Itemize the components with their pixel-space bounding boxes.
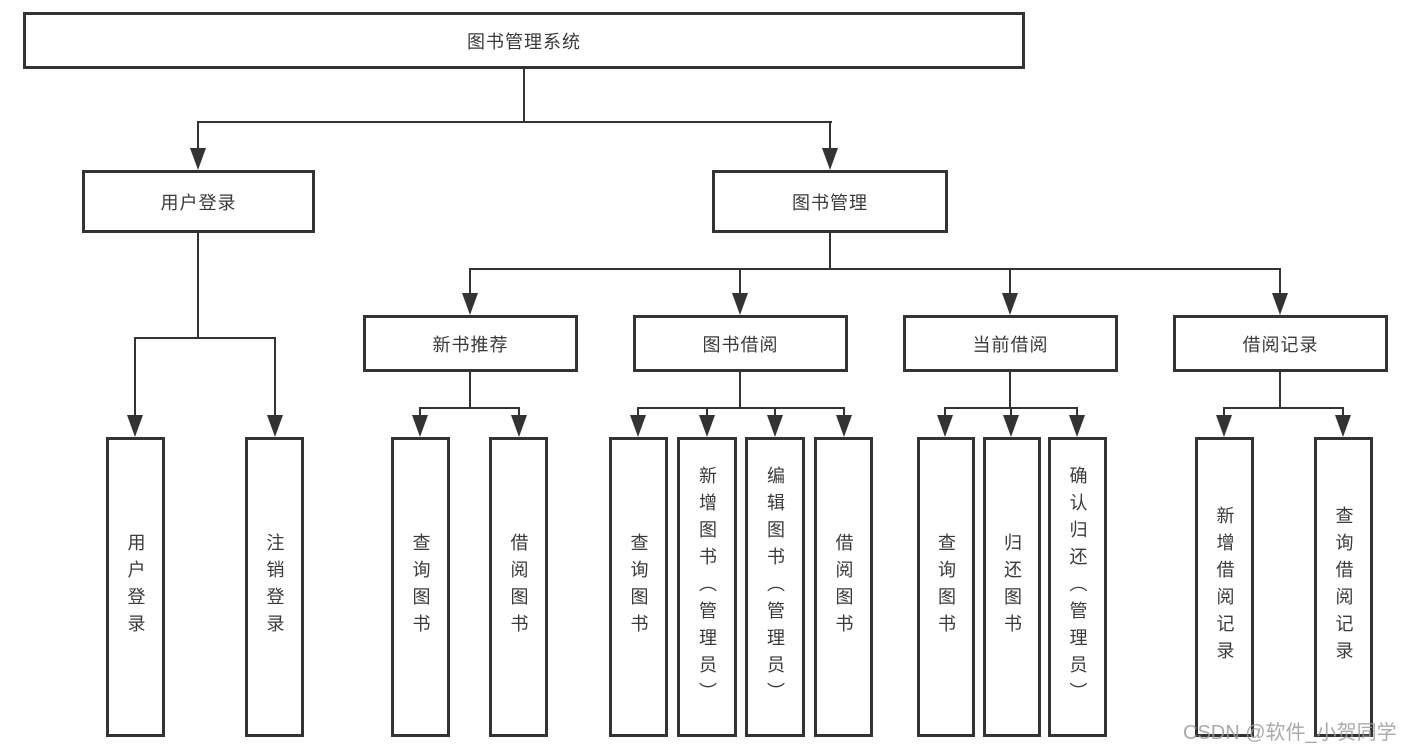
- node-query-books-current: 查询图书: [917, 437, 975, 737]
- node-book-borrowing: 图书借阅: [633, 315, 848, 372]
- arrow-down-icon: [511, 415, 527, 437]
- connector-line: [197, 233, 199, 339]
- arrow-down-icon: [937, 415, 953, 437]
- node-library-management-system: 图书管理系统: [23, 12, 1025, 69]
- connector-line: [637, 407, 639, 419]
- arrow-down-icon: [836, 415, 852, 437]
- arrow-down-icon: [1272, 293, 1288, 315]
- node-label: 用户登录: [160, 192, 237, 213]
- connector-line: [1009, 268, 1011, 297]
- node-return-books: 归还图书: [983, 437, 1041, 737]
- node-new-book-recommendation: 新书推荐: [363, 315, 578, 372]
- arrow-down-icon: [1335, 415, 1351, 437]
- arrow-down-icon: [1002, 293, 1018, 315]
- node-add-borrow-record: 新增借阅记录: [1195, 437, 1254, 737]
- node-label: 图书管理系统: [467, 31, 581, 52]
- node-label: 用户登录: [125, 533, 146, 641]
- node-borrowing-records: 借阅记录: [1173, 315, 1388, 372]
- arrow-down-icon: [267, 415, 283, 437]
- node-borrow-books-recommend: 借阅图书: [489, 437, 548, 737]
- node-label: 查询图书: [628, 533, 649, 641]
- connector-line: [197, 121, 832, 123]
- node-label: 新书推荐: [432, 334, 509, 355]
- connector-line: [419, 407, 520, 409]
- connector-line: [469, 268, 1281, 270]
- node-borrow-books: 借阅图书: [814, 437, 873, 737]
- arrow-down-icon: [822, 148, 838, 170]
- arrow-down-icon: [127, 415, 143, 437]
- node-user-login-leaf: 用户登录: [106, 437, 165, 737]
- node-label: 归还图书: [1002, 533, 1022, 641]
- connector-line: [274, 337, 276, 419]
- node-label: 图书管理: [792, 192, 868, 213]
- connector-line: [1223, 407, 1225, 419]
- arrow-down-icon: [732, 293, 748, 315]
- node-confirm-return-admin: 确认归还（管理员）: [1048, 437, 1107, 737]
- connector-line: [197, 121, 199, 151]
- node-label: 借阅记录: [1242, 334, 1319, 355]
- node-query-books-recommend: 查询图书: [391, 437, 450, 737]
- connector-line: [134, 337, 136, 419]
- node-current-borrowing: 当前借阅: [903, 315, 1118, 372]
- connector-line: [469, 372, 471, 409]
- node-label: 当前借阅: [972, 334, 1049, 355]
- connector-line: [944, 407, 946, 419]
- arrow-down-icon: [190, 148, 206, 170]
- connector-line: [1010, 407, 1012, 419]
- connector-line: [739, 268, 741, 297]
- node-query-borrow-record: 查询借阅记录: [1314, 437, 1373, 737]
- connector-line: [706, 407, 708, 419]
- csdn-watermark: CSDN @软件_小贺同学: [1183, 722, 1397, 744]
- node-label: 借阅图书: [833, 533, 854, 641]
- arrow-down-icon: [1216, 415, 1232, 437]
- connector-line: [469, 268, 471, 297]
- node-label: 确认归还（管理员）: [1067, 465, 1088, 709]
- connector-line: [134, 337, 276, 339]
- connector-line: [774, 407, 776, 419]
- connector-line: [523, 68, 525, 123]
- connector-line: [637, 407, 845, 409]
- node-logout: 注销登录: [245, 437, 304, 737]
- node-edit-books-admin: 编辑图书（管理员）: [745, 437, 805, 737]
- node-label: 新增图书（管理员）: [697, 465, 717, 709]
- node-label: 查询图书: [410, 533, 431, 641]
- arrow-down-icon: [1003, 415, 1019, 437]
- node-book-management: 图书管理: [712, 170, 948, 233]
- arrow-down-icon: [462, 293, 478, 315]
- node-label: 查询借阅记录: [1333, 506, 1354, 668]
- connector-line: [1279, 268, 1281, 297]
- node-add-books-admin: 新增图书（管理员）: [677, 437, 737, 737]
- connector-line: [843, 407, 845, 419]
- connector-line: [1342, 407, 1344, 419]
- arrow-down-icon: [630, 415, 646, 437]
- connector-line: [739, 372, 741, 409]
- connector-line: [829, 233, 831, 270]
- connector-line: [1223, 407, 1344, 409]
- arrow-down-icon: [412, 415, 428, 437]
- node-label: 图书借阅: [702, 334, 779, 355]
- node-label: 借阅图书: [508, 533, 529, 641]
- arrow-down-icon: [1069, 415, 1085, 437]
- arrow-down-icon: [767, 415, 783, 437]
- node-query-books-borrowing: 查询图书: [609, 437, 668, 737]
- arrow-down-icon: [699, 415, 715, 437]
- connector-line: [419, 407, 421, 419]
- connector-line: [1076, 407, 1078, 419]
- connector-line: [1009, 372, 1011, 409]
- node-label: 查询图书: [936, 533, 956, 641]
- node-label: 注销登录: [264, 533, 285, 641]
- node-user-login: 用户登录: [82, 170, 315, 233]
- node-label: 编辑图书（管理员）: [765, 465, 785, 709]
- connector-line: [1279, 372, 1281, 409]
- node-label: 新增借阅记录: [1214, 506, 1235, 668]
- connector-line: [518, 407, 520, 419]
- connector-line: [829, 121, 831, 151]
